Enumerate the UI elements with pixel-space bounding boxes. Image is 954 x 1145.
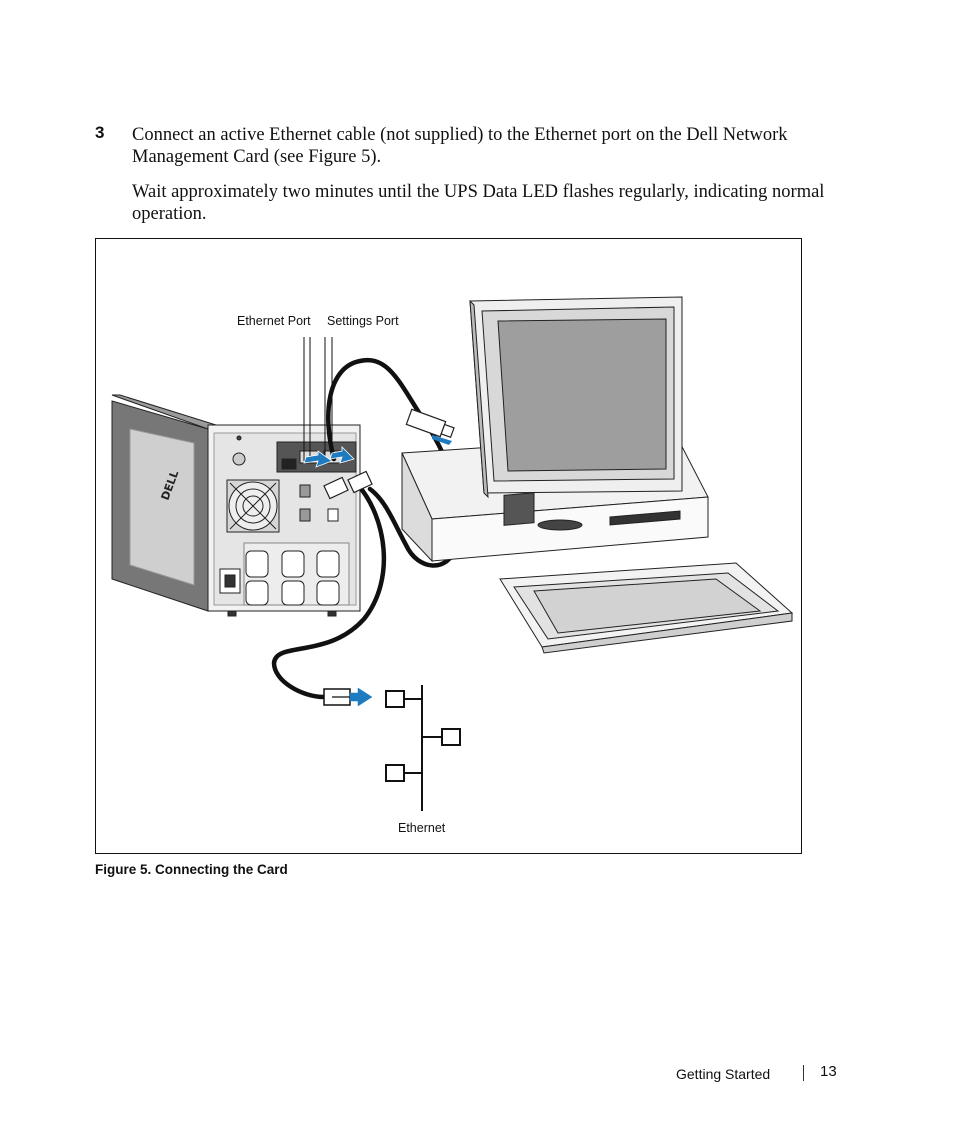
step-note: Wait approximately two minutes until the… [132, 182, 825, 224]
computer [401, 296, 709, 563]
serial-connector [405, 408, 455, 439]
figure-connecting-card: DELL [95, 238, 802, 854]
insertion-arrows [303, 446, 355, 468]
ethernet-label: Ethernet [398, 821, 446, 835]
ethernet-cable [271, 482, 387, 700]
step-instruction: Connect an active Ethernet cable (not su… [132, 125, 788, 167]
ethernet-diagram [323, 685, 461, 811]
step-number: 3 [95, 123, 105, 142]
serial-arrow [432, 435, 452, 445]
keyboard [499, 562, 794, 654]
footer-section-title: Getting Started [676, 1066, 771, 1082]
ethernet-port-label: Ethernet Port [237, 314, 311, 328]
ups-unit: DELL [111, 394, 361, 617]
page-number: 13 [820, 1063, 837, 1080]
footer-divider [803, 1065, 804, 1081]
settings-port-label: Settings Port [327, 314, 399, 328]
rj45-plugs [323, 470, 373, 500]
connection-illustration: DELL [111, 296, 794, 811]
figure-caption: Figure 5. Connecting the Card [95, 862, 288, 877]
